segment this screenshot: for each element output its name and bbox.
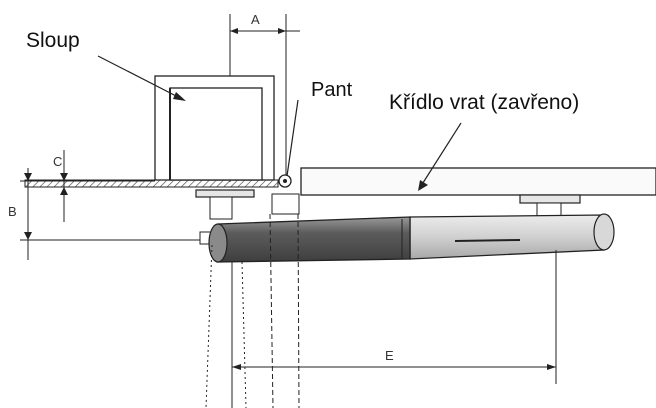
gate-leaf-label: Křídlo vrat (zavřeno) (389, 91, 580, 114)
post-label: Sloup (26, 29, 80, 52)
fence-strip (24, 179, 279, 188)
projection-lines (205, 213, 557, 408)
dimension-b-label: B (8, 204, 17, 219)
actuator (199, 213, 615, 263)
dimension-b: B (8, 168, 228, 260)
hinge-label: Pant (311, 79, 353, 101)
dimension-e-label: E (385, 348, 394, 363)
post-bracket (195, 189, 255, 220)
dimension-c-label: C (53, 154, 62, 169)
post (154, 75, 275, 181)
dimension-c: C (20, 150, 155, 222)
sloup-pointer (97, 55, 186, 101)
gate-leaf (300, 122, 656, 196)
dimension-a-label: A (251, 12, 260, 27)
hinge (271, 99, 300, 215)
dimension-e: E (232, 348, 556, 370)
